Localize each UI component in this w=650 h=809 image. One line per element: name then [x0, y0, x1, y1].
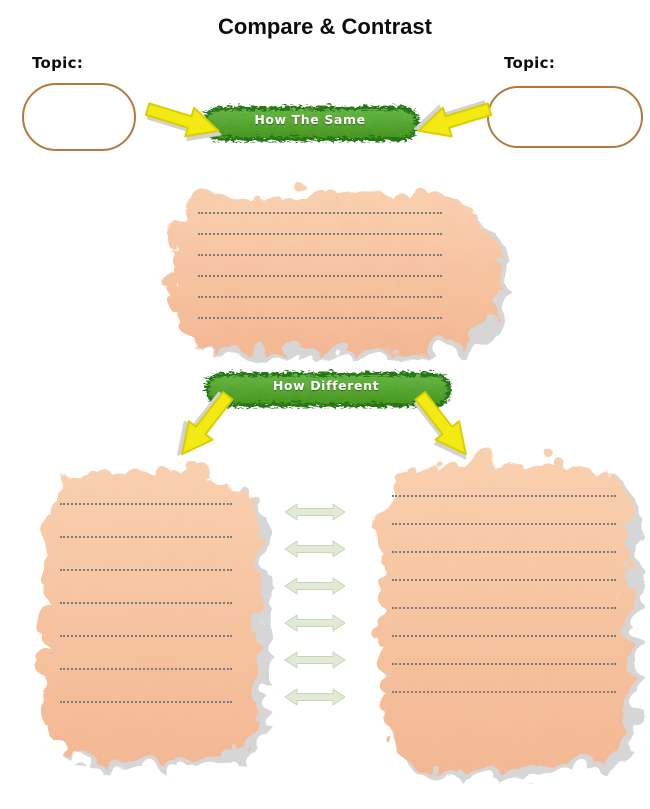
write-line: [392, 551, 616, 553]
write-line: [198, 317, 442, 319]
double-arrow-icon: [284, 688, 346, 706]
connector-arrows-column: [284, 502, 346, 707]
blob-same-body: [162, 186, 488, 342]
double-arrow-icon: [284, 651, 346, 669]
banner-different-shape: [203, 370, 449, 405]
write-line: [60, 635, 232, 637]
write-line: [392, 691, 616, 693]
blob-different-left: [35, 462, 259, 762]
banner-how-the-same: How The Same: [198, 100, 422, 144]
writing-area-right[interactable]: [392, 495, 616, 693]
double-arrow-icon: [284, 540, 346, 558]
write-line: [198, 212, 442, 214]
double-arrow-icon: [284, 577, 346, 595]
arrow-left-topic-to-same-icon: [144, 102, 220, 138]
topic-box-left[interactable]: [22, 83, 136, 151]
banner-how-different: How Different: [200, 366, 452, 410]
write-line: [60, 503, 232, 505]
write-line: [392, 607, 616, 609]
blob-left-body: [35, 462, 250, 754]
banner-different-ribbon: [203, 370, 449, 405]
write-line: [392, 663, 616, 665]
write-line: [198, 233, 442, 235]
page-title: Compare & Contrast: [218, 14, 432, 39]
double-arrow-icon: [284, 503, 346, 521]
arrow-different-to-right-icon: [414, 391, 467, 456]
writing-area-left[interactable]: [60, 503, 232, 703]
arrow-right-topic-to-same-icon: [417, 102, 493, 138]
topic-label-right: Topic:: [504, 54, 556, 72]
write-line: [392, 635, 616, 637]
write-line: [60, 536, 232, 538]
write-line: [198, 275, 442, 277]
write-line: [392, 495, 616, 497]
write-line: [198, 296, 442, 298]
topic-label-left: Topic:: [32, 54, 84, 72]
write-line: [60, 569, 232, 571]
write-line: [198, 254, 442, 256]
blob-how-the-same: [162, 186, 497, 349]
write-line: [60, 668, 232, 670]
banner-same-label: How The Same: [254, 112, 366, 127]
topic-box-right[interactable]: [487, 86, 643, 148]
write-line: [60, 701, 232, 703]
arrow-different-to-left-icon: [181, 391, 234, 456]
write-line: [392, 523, 616, 525]
writing-area-same[interactable]: [198, 212, 442, 319]
write-line: [392, 579, 616, 581]
banner-different-label: How Different: [272, 378, 380, 393]
double-arrow-icon: [284, 614, 346, 632]
write-line: [60, 602, 232, 604]
